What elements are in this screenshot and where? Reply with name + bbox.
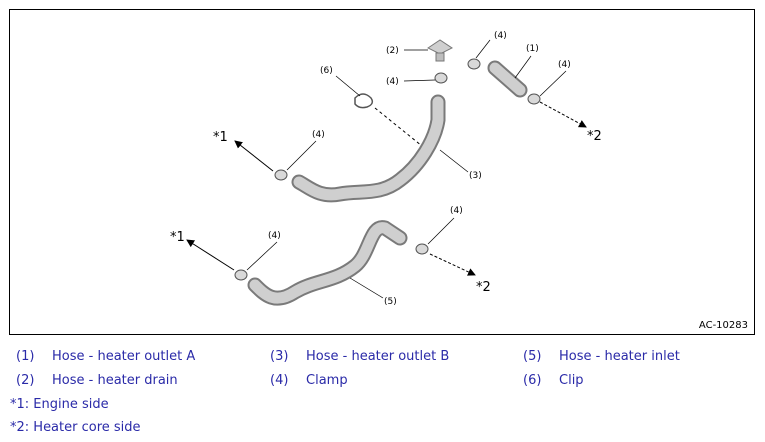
- direction-arrow-engine-1: [234, 140, 274, 172]
- figure-id: AC-10283: [698, 320, 748, 331]
- legend-text: Hose - heater drain: [52, 373, 178, 388]
- engine-side-mark-2: *1: [170, 230, 185, 245]
- clamp-top: [467, 58, 481, 70]
- hose-heater-outlet-b: [291, 94, 446, 203]
- parts-diagram: (2) (4) (4) (1) (4) (6) (3) (4) (4) (4) …: [9, 9, 755, 335]
- note-mark: *2:: [10, 420, 30, 435]
- core-side-mark-1: *2: [587, 129, 602, 144]
- hose-diagram-svg: (2) (4) (4) (1) (4) (6) (3) (4) (4) (4) …: [170, 31, 602, 307]
- legend-text: Hose - heater outlet B: [306, 349, 450, 364]
- callout-4-outlet-b: (4): [312, 130, 325, 140]
- legend-item-3: (3) Hose - heater outlet B: [270, 349, 449, 364]
- direction-arrow-core-1: [539, 101, 587, 128]
- legend-num: (5): [523, 349, 542, 364]
- legend-num: (6): [523, 373, 542, 388]
- legend-text: Hose - heater outlet A: [52, 349, 196, 364]
- clamp-inlet-engine: [234, 269, 248, 281]
- direction-arrow-engine-2: [186, 239, 235, 271]
- note-heater-core-side: *2: Heater core side: [10, 420, 141, 435]
- core-side-mark-2: *2: [476, 280, 491, 295]
- note-text: Heater core side: [29, 420, 141, 435]
- callout-1: (1): [526, 44, 539, 54]
- engine-side-mark-1: *1: [213, 130, 228, 145]
- leader-lines: [246, 39, 567, 299]
- legend-item-1: (1) Hose - heater outlet A: [16, 349, 195, 364]
- callout-2: (2): [386, 46, 399, 56]
- legend-item-2: (2) Hose - heater drain: [16, 373, 178, 388]
- legend-item-4: (4) Clamp: [270, 373, 348, 388]
- callout-4-inlet-core: (4): [450, 206, 463, 216]
- legend-num: (4): [270, 373, 289, 388]
- callout-4-drain: (4): [386, 77, 399, 87]
- callout-6: (6): [320, 66, 333, 76]
- note-engine-side: *1: Engine side: [10, 397, 109, 412]
- legend-text: Hose - heater inlet: [559, 349, 680, 364]
- legend-text: Clip: [559, 373, 584, 388]
- hose-heater-outlet-a: [487, 60, 528, 98]
- clamp-drain: [434, 72, 448, 84]
- clamp-outlet-b: [274, 169, 288, 181]
- clamp-inlet-core: [415, 243, 429, 255]
- clip: [354, 93, 374, 109]
- direction-arrow-core-2: [429, 253, 476, 276]
- callout-4-top: (4): [494, 31, 507, 41]
- legend-num: (1): [16, 349, 35, 364]
- legend-text: Clamp: [306, 373, 348, 388]
- hose-heater-drain: [427, 39, 453, 62]
- note-mark: *1:: [10, 397, 30, 412]
- clamp-outlet-a: [527, 93, 541, 105]
- clip-guide-line: [374, 107, 423, 147]
- callout-5: (5): [384, 297, 397, 307]
- legend-item-5: (5) Hose - heater inlet: [523, 349, 680, 364]
- note-text: Engine side: [29, 397, 109, 412]
- legend-num: (3): [270, 349, 289, 364]
- legend-num: (2): [16, 373, 35, 388]
- legend-item-6: (6) Clip: [523, 373, 584, 388]
- callout-4-outlet-a: (4): [558, 60, 571, 70]
- hose-heater-inlet: [247, 220, 408, 306]
- callout-4-inlet-engine: (4): [268, 231, 281, 241]
- callout-3: (3): [469, 171, 482, 181]
